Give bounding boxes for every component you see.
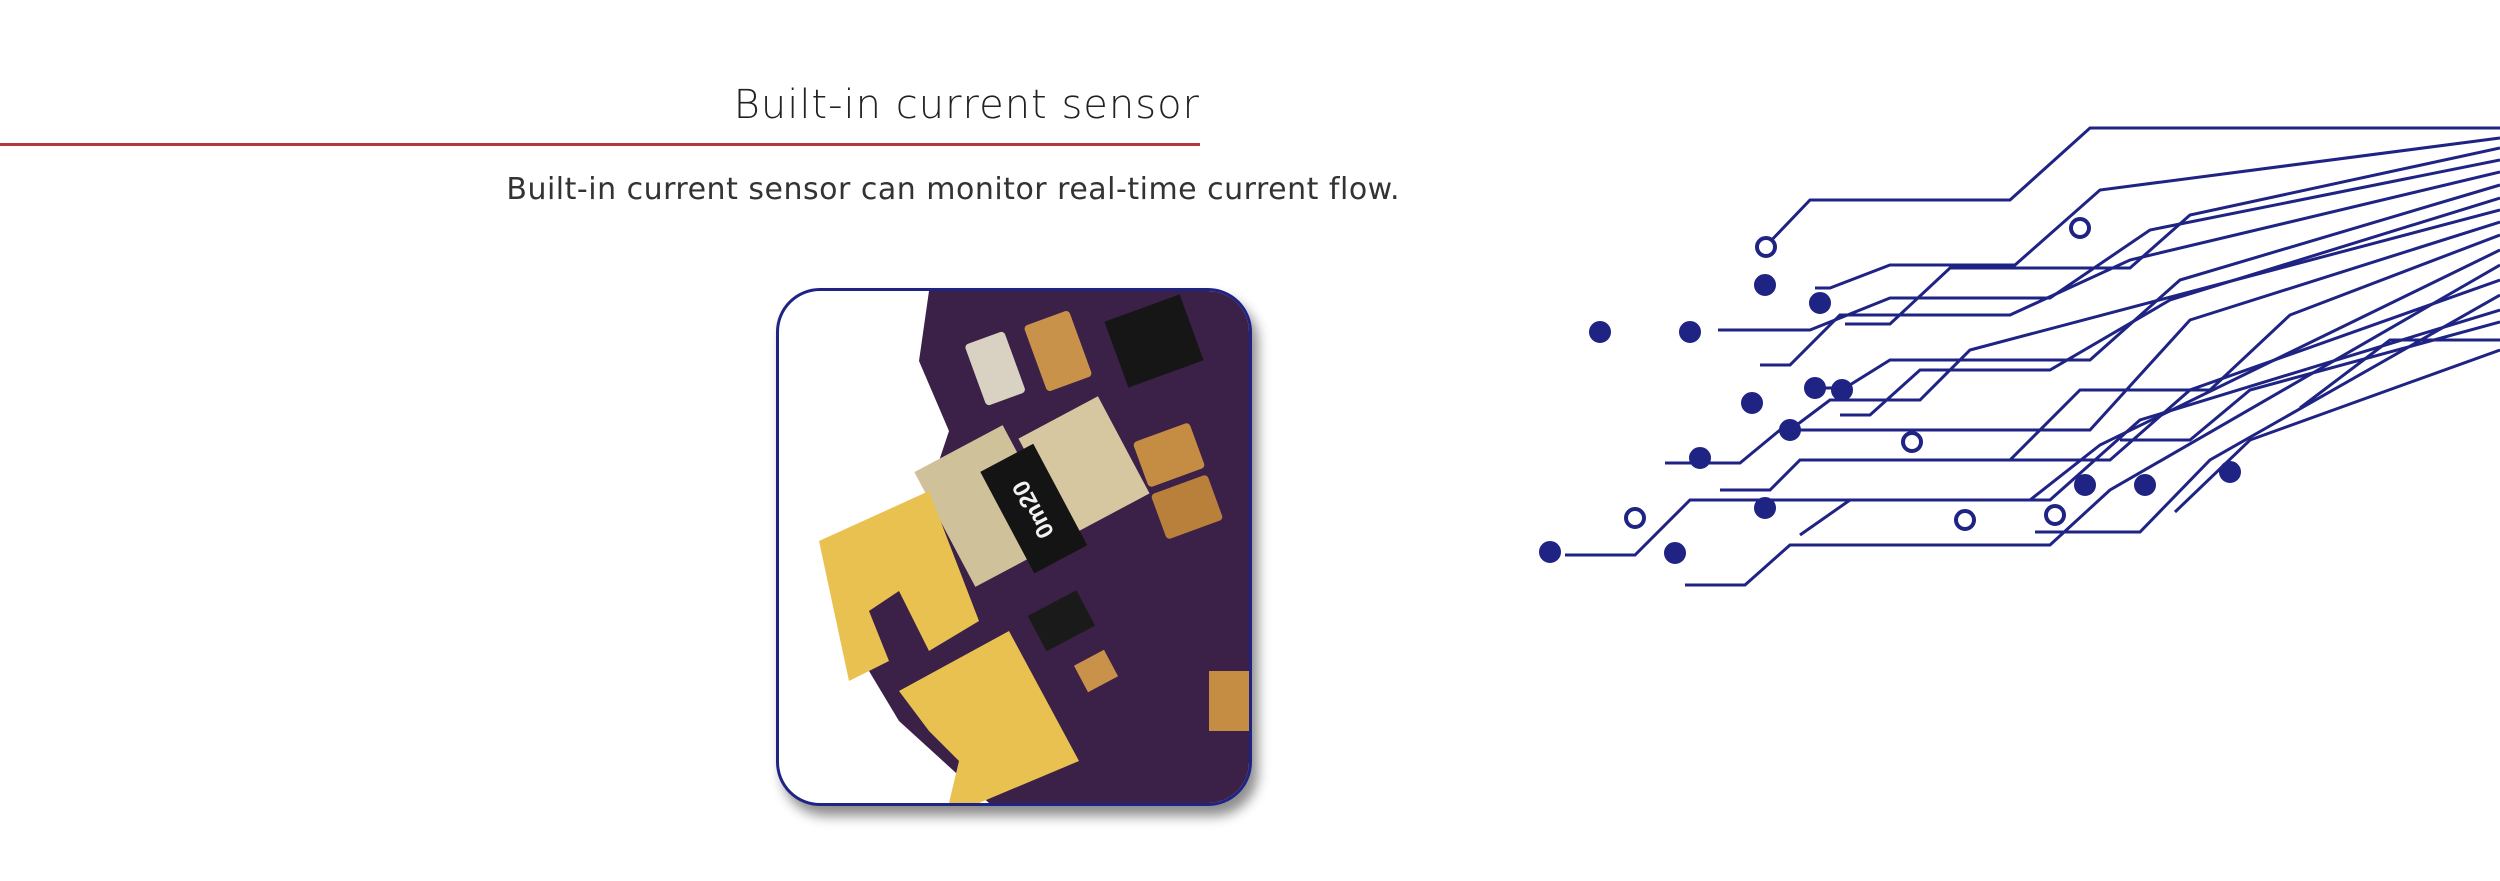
solder-tab-upper	[819, 491, 979, 681]
section-description: Built-in current sensor can monitor real…	[506, 172, 1400, 207]
circuit-traces-icon	[1539, 126, 2500, 587]
solder-tab-lower	[899, 631, 1079, 803]
product-photo: 0m20	[776, 288, 1252, 806]
title-underline	[0, 143, 1200, 146]
section-title: Built-in current sensor	[733, 82, 1200, 128]
